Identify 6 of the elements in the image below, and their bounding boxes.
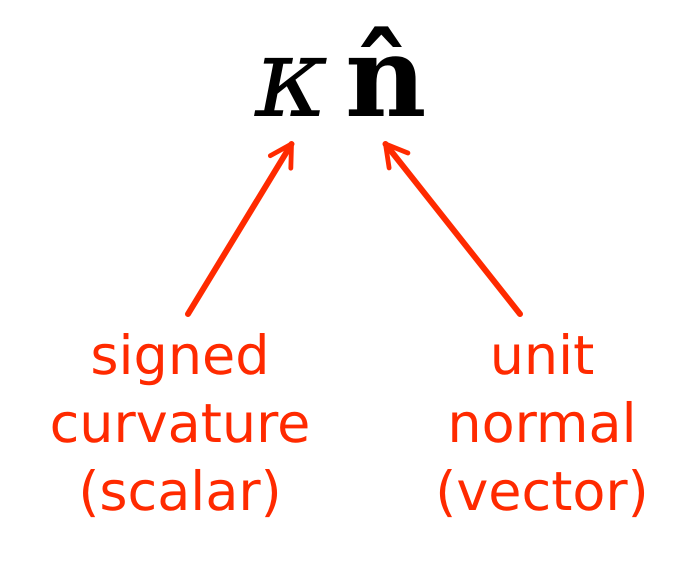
arrow: [382, 141, 523, 317]
math-symbol: κ: [255, 22, 328, 134]
math-symbol: n̂: [345, 22, 426, 134]
caption-text: signed curvature (scalar): [5, 322, 355, 526]
arrow: [185, 141, 294, 317]
caption-text: unit normal (vector): [405, 322, 679, 526]
